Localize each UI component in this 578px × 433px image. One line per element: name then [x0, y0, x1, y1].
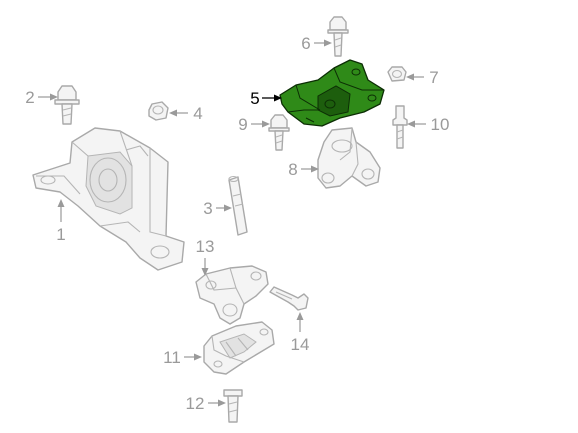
part-8-bracket[interactable]	[317, 127, 381, 189]
part-3-stud[interactable]	[228, 175, 248, 236]
callout-10: 10	[407, 115, 449, 134]
callout-label-9: 9	[238, 115, 247, 134]
callout-13: 13	[196, 237, 215, 276]
part-12-bolt[interactable]	[223, 389, 243, 423]
callout-6: 6	[301, 34, 332, 53]
part-9-bolt[interactable]	[268, 114, 290, 151]
callout-1: 1	[56, 199, 66, 244]
callout-label-6: 6	[301, 34, 310, 53]
callout-2: 2	[25, 88, 58, 107]
part-5-transmission-bracket[interactable]	[279, 59, 385, 127]
part-13-bracket[interactable]	[195, 265, 269, 325]
callout-4: 4	[169, 104, 203, 123]
callout-label-3: 3	[203, 199, 212, 218]
callout-11: 11	[163, 348, 202, 367]
callout-label-2: 2	[25, 88, 34, 107]
callout-label-14: 14	[291, 335, 310, 354]
callout-label-8: 8	[288, 160, 297, 179]
callout-label-12: 12	[186, 394, 205, 413]
callout-label-10: 10	[431, 115, 450, 134]
part-1-engine-mount[interactable]	[32, 127, 185, 271]
callout-12: 12	[186, 394, 226, 413]
callout-label-11: 11	[163, 348, 181, 367]
part-14-bolt[interactable]	[269, 286, 309, 311]
callout-label-1: 1	[56, 225, 65, 244]
callout-8: 8	[288, 160, 319, 179]
part-7-nut[interactable]	[387, 66, 407, 82]
callout-label-13: 13	[196, 237, 215, 256]
callout-5: 5	[250, 89, 282, 108]
part-11-lower-mount[interactable]	[203, 321, 275, 375]
part-10-stud[interactable]	[392, 105, 408, 149]
callout-14: 14	[291, 312, 310, 354]
callout-9: 9	[238, 115, 270, 134]
callout-7: 7	[406, 68, 439, 87]
part-4-nut[interactable]	[148, 101, 169, 121]
part-2-bolt[interactable]	[54, 85, 80, 125]
part-6-bolt[interactable]	[327, 16, 349, 57]
callout-label-4: 4	[193, 104, 202, 123]
callout-label-7: 7	[429, 68, 438, 87]
callout-label-5: 5	[250, 89, 259, 108]
callout-3: 3	[203, 199, 232, 218]
